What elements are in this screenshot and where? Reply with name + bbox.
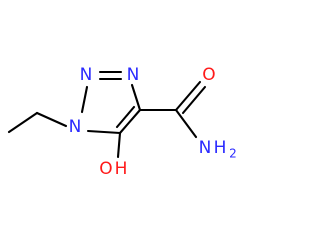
- bond-c-o-a: [174, 80, 202, 112]
- bond-c5-oh: [116, 131, 122, 159]
- atom-h-hydroxyl: H: [115, 159, 128, 179]
- bond-c4-c5-b: [115, 105, 136, 129]
- atom-o-carbonyl: O: [202, 65, 215, 85]
- bond-ethyl-ch2-n1: [35, 111, 68, 128]
- atom-h-count-amide: 2: [229, 147, 237, 161]
- bond-c-n-amide: [174, 108, 198, 139]
- atom-n-amide: N: [199, 138, 212, 158]
- bond-c5-n1: [86, 129, 122, 135]
- atom-labels: N N N O N H 2 O H: [69, 65, 237, 179]
- atom-h-amide: H: [214, 138, 227, 158]
- bond-ethyl-ch3-ch2: [7, 111, 39, 134]
- bond-n3-c4: [130, 83, 142, 112]
- bonds: [7, 70, 207, 159]
- atom-n-top-right: N: [127, 65, 140, 85]
- atom-n-top-left: N: [80, 65, 93, 85]
- atom-o-hydroxyl: O: [99, 159, 112, 179]
- bond-c-o-b: [181, 85, 207, 115]
- bond-n1-n2: [80, 85, 89, 114]
- atom-n-ring: N: [69, 117, 82, 137]
- molecule-structure-diagram: N N N O N H 2 O H: [7, 65, 237, 179]
- bond-c4-c5-a: [118, 108, 142, 135]
